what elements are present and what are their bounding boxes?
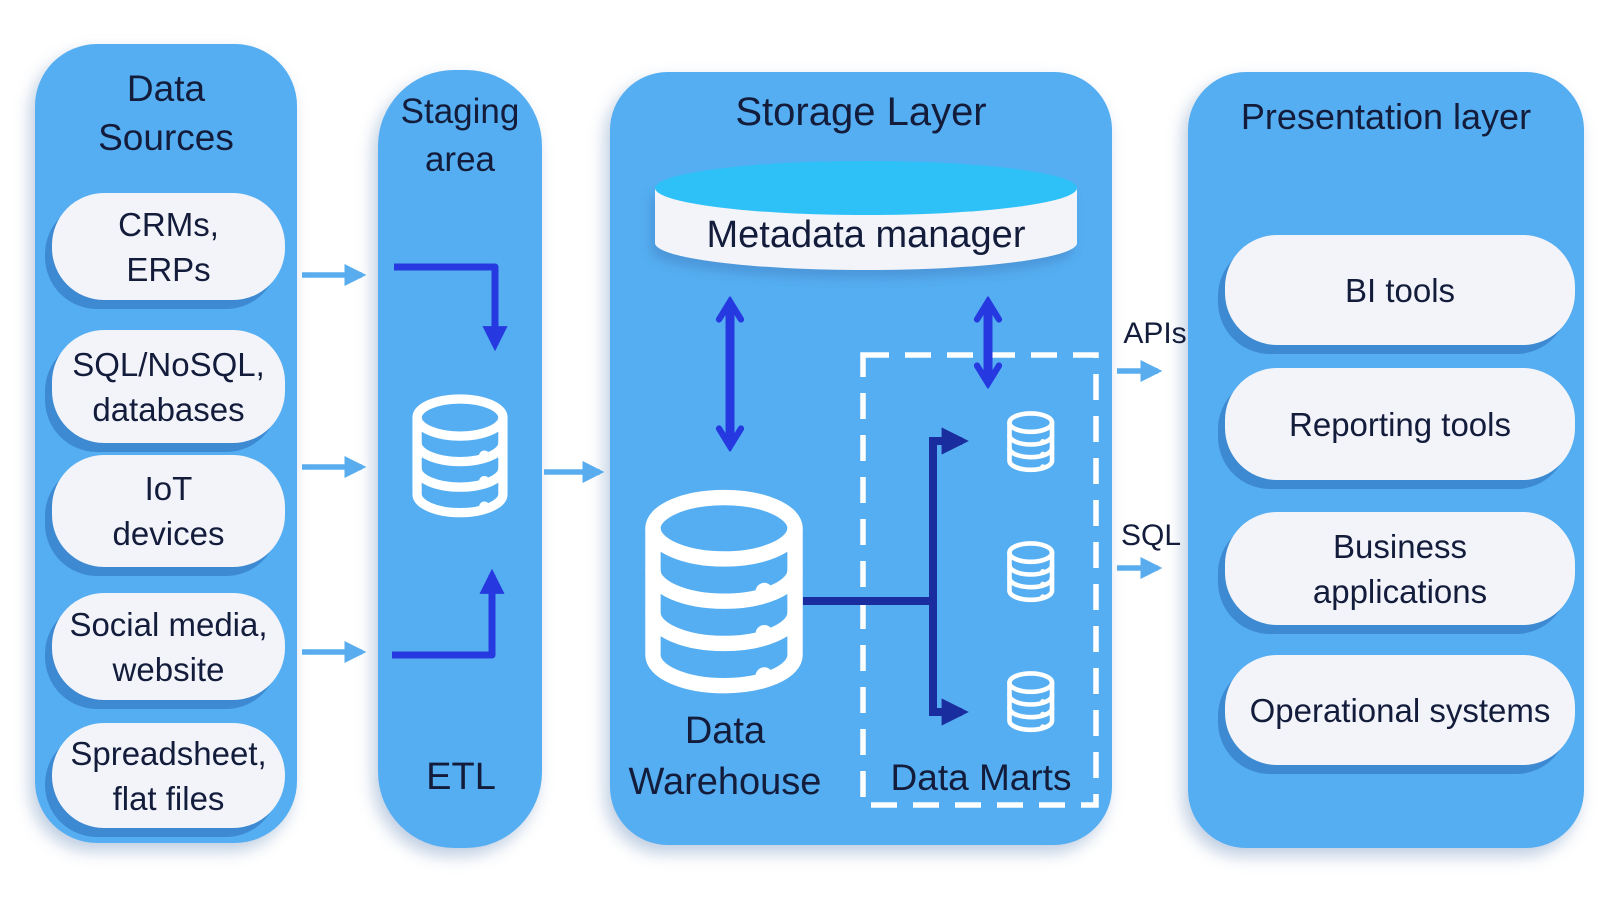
presentation-pill-reporting-tools: Reporting tools: [1225, 368, 1575, 480]
source-pill-sql-nosql: SQL/NoSQL, databases: [52, 330, 285, 443]
staging-area-title: Staging area: [400, 92, 520, 179]
source-pill-iot-devices: IoT devices: [52, 455, 285, 567]
data-sources-title: Data Sources: [98, 68, 234, 158]
source-pill-spreadsheet: Spreadsheet, flat files: [52, 723, 285, 828]
presentation-pill-operational-systems: Operational systems: [1225, 655, 1575, 765]
data-marts-label: Data Marts: [890, 757, 1072, 798]
etl-label: ETL: [426, 756, 496, 798]
panel-staging-area: [378, 70, 542, 848]
metadata-manager-cylinder-top: [655, 161, 1077, 215]
metadata-manager-label: Metadata manager: [706, 214, 1026, 256]
source-pill-crms-erps: CRMs, ERPs: [52, 193, 285, 300]
data-warehouse-label: Data Warehouse: [628, 710, 822, 803]
presentation-pill-business-applications: Business applications: [1225, 512, 1575, 625]
presentation-layer-title: Presentation layer: [1240, 96, 1532, 137]
source-pill-social-media: Social media, website: [52, 593, 285, 700]
storage-layer-title: Storage Layer: [735, 90, 987, 134]
presentation-pill-bi-tools: BI tools: [1225, 235, 1575, 345]
panel-data-sources: [35, 44, 297, 843]
apis-label: APIs: [1123, 317, 1187, 350]
sql-label: SQL: [1120, 519, 1182, 552]
